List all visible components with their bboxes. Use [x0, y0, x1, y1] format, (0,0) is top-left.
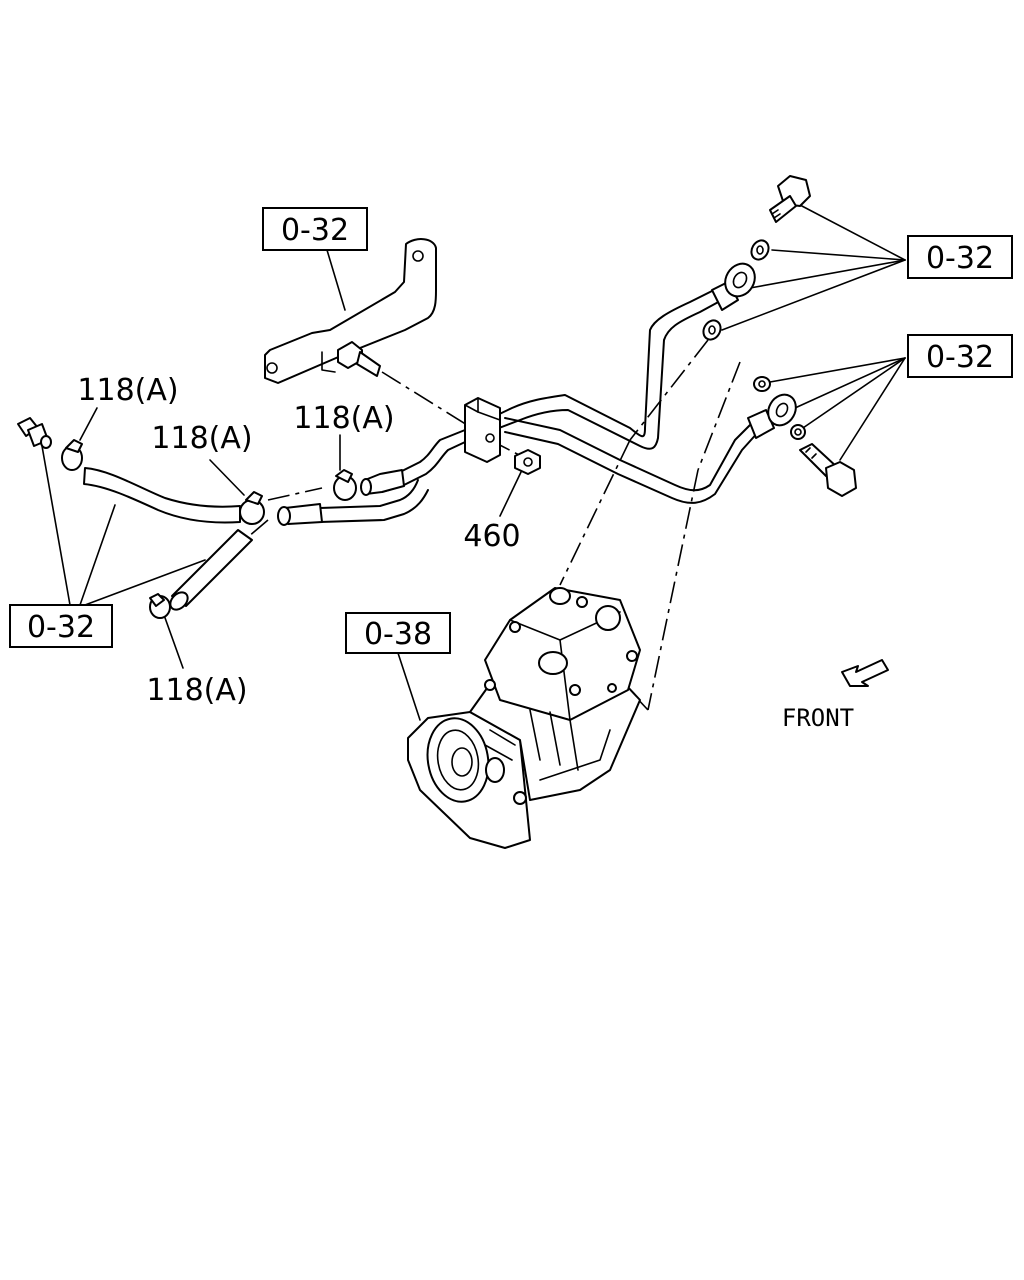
assembly-centerlines [167, 339, 741, 711]
hose-lower [169, 529, 253, 611]
pipe-clamp-block [464, 397, 501, 463]
callout-bolt-right-top-ref: 0-32 [907, 235, 1013, 279]
bracket-bolt [337, 341, 381, 377]
front-label: FRONT [782, 704, 854, 732]
callout-text: 0-32 [281, 213, 349, 248]
callout-text: 0-38 [364, 617, 432, 652]
mounting-bracket [264, 238, 437, 384]
banjo-bolt-top [769, 175, 811, 223]
front-arrow-icon [841, 659, 889, 687]
air-pipe [319, 287, 761, 523]
banjo-fitting-top [711, 262, 756, 311]
clamp-label-lower: 118(A) [146, 673, 247, 708]
elbow-fitting [17, 417, 52, 449]
banjo-bolt-lower [799, 443, 857, 497]
callout-text: 0-32 [926, 340, 994, 375]
hose-clamps [61, 439, 357, 619]
callout-left-ref: 0-32 [9, 604, 113, 648]
banjo-fitting-lower [747, 393, 797, 439]
leader-lines [41, 204, 906, 721]
callout-bolt-right-mid-ref: 0-32 [907, 334, 1013, 378]
clamp-label-upper-left: 118(A) [77, 373, 178, 408]
washers [702, 239, 806, 440]
nut-label: 460 [463, 519, 520, 554]
pipe-fittings [277, 469, 405, 526]
callout-text: 0-32 [27, 610, 95, 645]
clamp-label-mid: 118(A) [293, 401, 394, 436]
callout-compressor-ref: 0-38 [345, 612, 451, 654]
nut [514, 449, 541, 475]
air-compressor [407, 587, 641, 849]
callout-text: 0-32 [926, 241, 994, 276]
callout-bracket-ref: 0-32 [262, 207, 368, 251]
hose-upper [83, 467, 241, 524]
clamp-label-mid-left: 118(A) [151, 421, 252, 456]
